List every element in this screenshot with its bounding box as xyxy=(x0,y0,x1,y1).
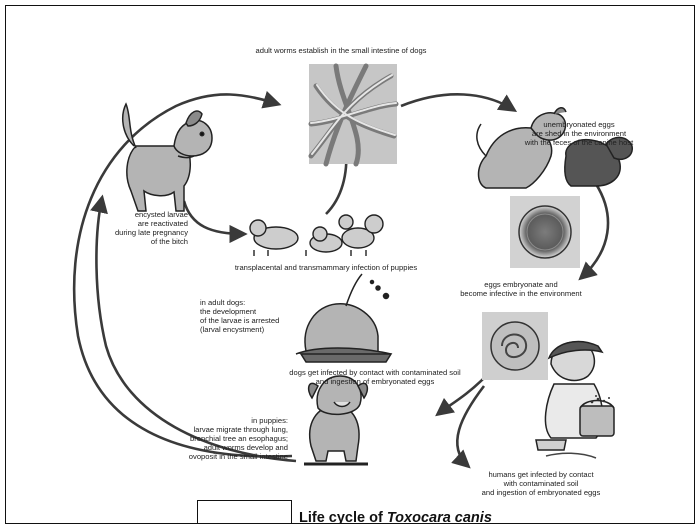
egg-photo-unembryonated xyxy=(510,196,580,268)
title-species: Toxocara canis xyxy=(387,510,492,524)
label-adult-worms: adult worms establish in the small intes… xyxy=(236,46,446,55)
label-larvae-reactivated: encysted larvae are reactivated during l… xyxy=(98,210,188,246)
label-eggs-shed: unembryonated eggs are shed in the envir… xyxy=(494,120,664,147)
worms-photo xyxy=(309,64,397,164)
label-dogs-infected: dogs get infected by contact with contam… xyxy=(270,368,480,386)
label-adult-dogs: in adult dogs: the development of the la… xyxy=(200,298,330,334)
label-puppies: in puppies: larvae migrate through lung,… xyxy=(158,416,288,461)
dog-pregnant-illustration xyxy=(123,104,212,211)
figure-title: Life cycle of Toxocara canis xyxy=(299,510,492,524)
life-cycle-diagram: adult worms establish in the small intes… xyxy=(5,5,695,524)
legend-empty-box xyxy=(197,500,292,524)
label-humans-infected: humans get infected by contact with cont… xyxy=(456,470,626,497)
puppies-illustration xyxy=(250,215,383,256)
egg-photo-embryonated xyxy=(482,312,548,380)
arrow-eggs-down xyxy=(581,184,608,278)
arrow-worms-to-eggs xyxy=(401,94,514,110)
label-transplacental: transplacental and transmammary infectio… xyxy=(226,263,426,272)
puppy-infected-illustration xyxy=(304,376,368,464)
label-eggs-embryonate: eggs embryonate and become infective in … xyxy=(436,280,606,298)
title-prefix: Life cycle of xyxy=(299,510,387,524)
arrow-pregnant-to-puppies xyxy=(184,201,244,234)
